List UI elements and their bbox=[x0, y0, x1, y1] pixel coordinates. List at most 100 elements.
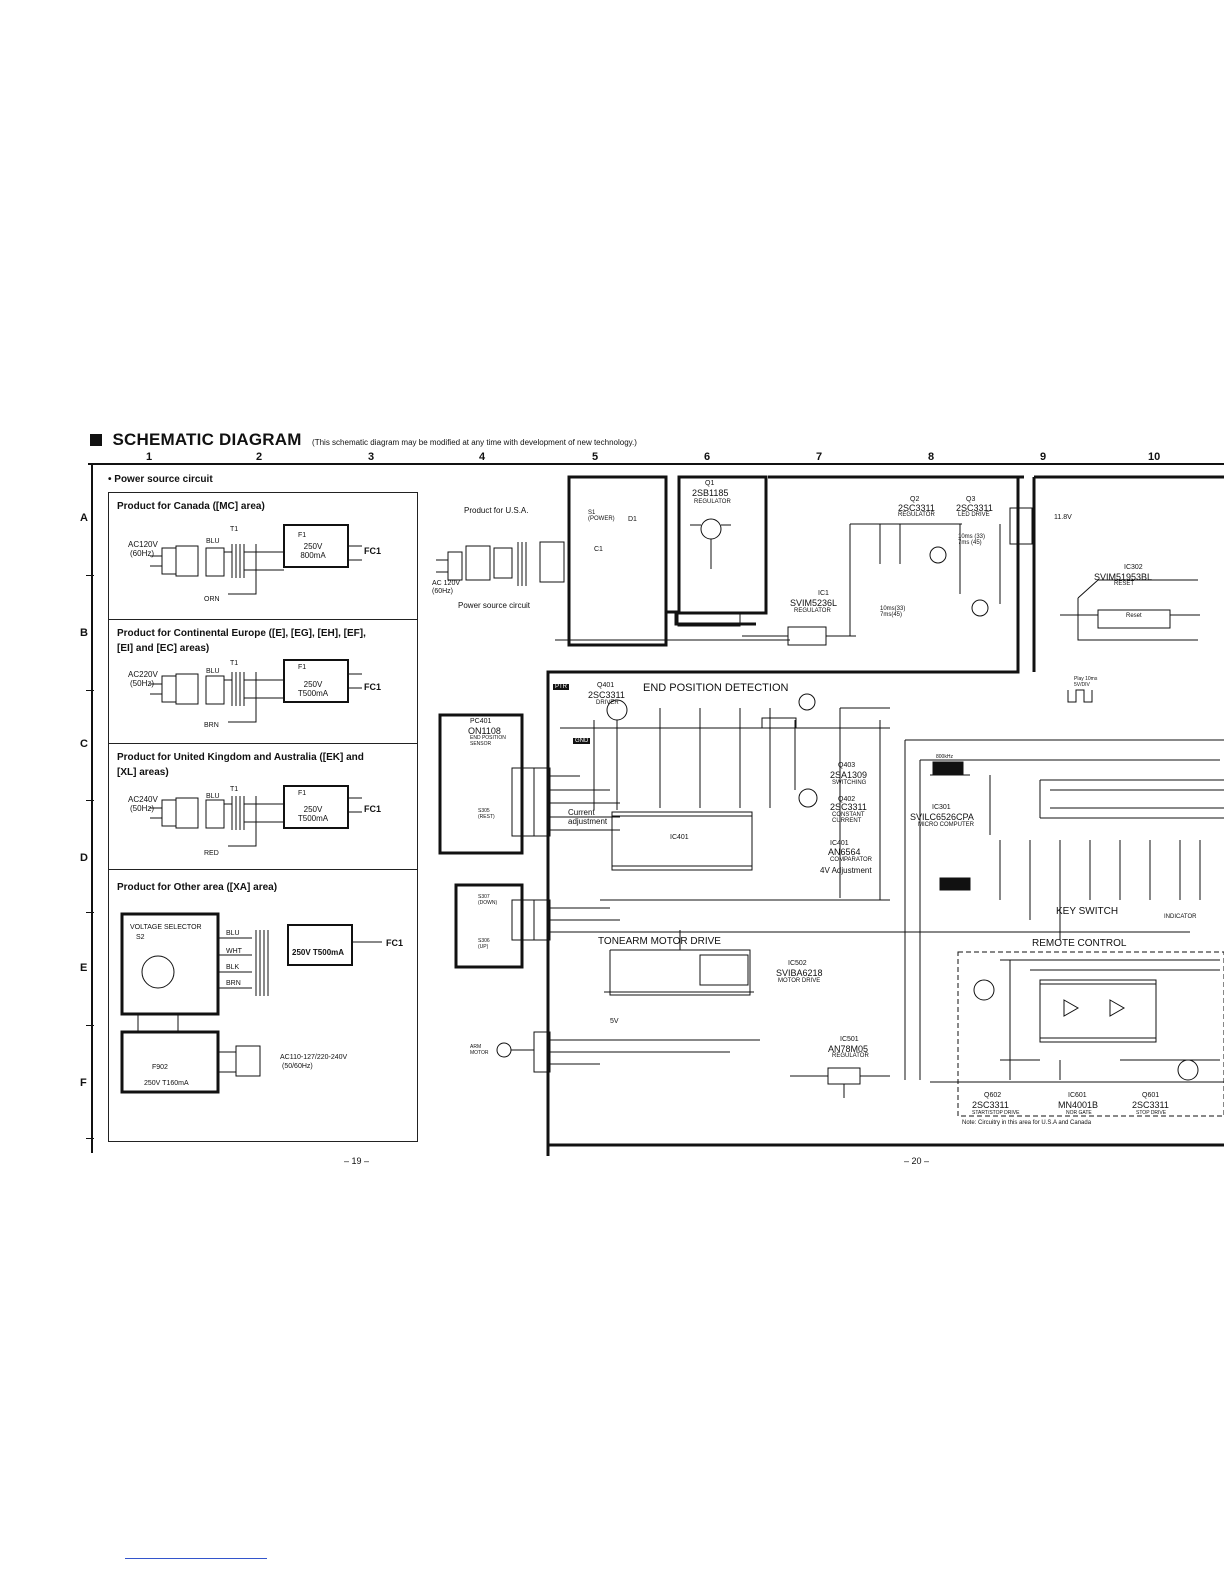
col-1: 1 bbox=[146, 451, 153, 463]
canada-block: Product for Canada ([MC] area) bbox=[109, 493, 417, 619]
s307-label: S307 (DOWN) bbox=[478, 894, 498, 906]
row-d: D bbox=[80, 852, 88, 864]
ic1-ref: IC1 bbox=[818, 590, 829, 597]
q403-part: 2SA1309 bbox=[830, 770, 868, 780]
ic502-chip bbox=[699, 954, 749, 986]
pc401-role: END POSITION SENSOR bbox=[470, 735, 506, 747]
ic302-ref: IC302 bbox=[1124, 564, 1143, 571]
col-2: 2 bbox=[256, 451, 263, 463]
ic601-ref: IC601 bbox=[1068, 1092, 1087, 1099]
fc2-connector bbox=[677, 611, 741, 627]
europe-fc1: FC1 bbox=[364, 682, 382, 692]
remote-area bbox=[957, 951, 1224, 1117]
row-tick bbox=[86, 1138, 94, 1139]
uk-circuit bbox=[150, 785, 362, 847]
col-6: 6 bbox=[704, 451, 711, 463]
col-4: 4 bbox=[479, 451, 486, 463]
fc301-right bbox=[533, 767, 551, 837]
uk-fuse: 250V T500mA bbox=[297, 805, 329, 823]
uk-t1: T1 bbox=[230, 786, 239, 793]
row-tick bbox=[86, 690, 94, 691]
ic301-role: MICRO COMPUTER bbox=[918, 822, 974, 828]
ic502-role: MOTOR DRIVE bbox=[778, 978, 821, 984]
ic601-role: NOR GATE bbox=[1066, 1110, 1092, 1116]
ptr-tag: PTR bbox=[553, 684, 569, 690]
uk-red: RED bbox=[204, 850, 219, 857]
f902-rating: 250V T160mA bbox=[144, 1080, 189, 1087]
ic301-part: SVILC6526CPA bbox=[910, 812, 974, 822]
canada-hz: (60Hz) bbox=[130, 549, 155, 558]
d401-diode bbox=[761, 717, 797, 729]
pc401-box bbox=[438, 713, 524, 855]
ic501-role: REGULATOR bbox=[832, 1053, 869, 1059]
bullet-square-icon bbox=[90, 434, 102, 446]
canada-fuse: 250V 800mA bbox=[300, 542, 326, 560]
ic601-chip bbox=[1039, 979, 1157, 1043]
q401-ref: Q401 bbox=[597, 682, 615, 689]
osc-waveform bbox=[932, 761, 964, 775]
wire-blk: BLK bbox=[226, 964, 240, 971]
usa-regulator-box bbox=[567, 475, 668, 647]
usa-psc-label: Power source circuit bbox=[458, 601, 531, 610]
other-ac: AC110-127/220-240V bbox=[280, 1054, 348, 1061]
row-c: C bbox=[80, 738, 88, 750]
canada-ac: AC120V bbox=[128, 540, 158, 549]
pc401-ref: PC401 bbox=[470, 718, 492, 725]
s2-label: S2 bbox=[136, 934, 145, 941]
ic501-ref: IC501 bbox=[840, 1036, 859, 1043]
page-title: SCHEMATIC DIAGRAM bbox=[112, 430, 302, 449]
tonearm-title: TONEARM MOTOR DRIVE bbox=[598, 936, 721, 947]
europe-t1: T1 bbox=[230, 660, 239, 667]
uk-blu: BLU bbox=[206, 793, 220, 800]
pc401-part: ON1108 bbox=[468, 726, 501, 736]
play-label: Play 10ms 5V/DIV bbox=[1074, 676, 1098, 688]
v4-adjustment: 4V Adjustment bbox=[820, 866, 872, 875]
key-switch-label: KEY SWITCH bbox=[1056, 906, 1119, 917]
other-title: Product for Other area ([XA] area) bbox=[117, 882, 278, 893]
q1-ref: Q1 bbox=[705, 480, 715, 487]
europe-fuse: 250V T500mA bbox=[297, 680, 329, 698]
other-fuse: 250V T500mA bbox=[292, 948, 345, 957]
q2-ref: Q2 bbox=[910, 496, 920, 503]
ic302-part: SVIM51953BL bbox=[1094, 572, 1153, 582]
usa-label: Product for U.S.A. bbox=[464, 506, 529, 515]
row-e: E bbox=[80, 962, 88, 974]
q3-part: 2SC3311 bbox=[956, 503, 993, 513]
europe-circuit bbox=[150, 659, 362, 723]
row-a: A bbox=[80, 512, 88, 524]
q1-role: REGULATOR bbox=[694, 499, 731, 505]
col-3: 3 bbox=[368, 451, 375, 463]
q602-role: START/STOP DRIVE bbox=[972, 1110, 1020, 1116]
q602-ref: Q602 bbox=[984, 1092, 1002, 1099]
usa-hz: (60Hz) bbox=[432, 588, 454, 595]
ic1-chip bbox=[787, 626, 827, 646]
q601-part: 2SC3311 bbox=[1132, 1100, 1169, 1110]
q402-role: CONSTANT CURRENT bbox=[832, 812, 865, 824]
ic501-chip bbox=[827, 1067, 861, 1085]
ic401-part: AN6564 bbox=[828, 847, 861, 857]
other-hz: (50/60Hz) bbox=[282, 1063, 313, 1070]
current-adjustment: Current adjustment bbox=[568, 808, 608, 826]
gnd-tag: GND bbox=[573, 738, 591, 744]
c1-label: C1 bbox=[594, 546, 603, 553]
voltage-selector-label: VOLTAGE SELECTOR bbox=[130, 924, 202, 931]
diagram-header: SCHEMATIC DIAGRAM (This schematic diagra… bbox=[90, 430, 637, 452]
s305-label: S305 (REST) bbox=[478, 808, 495, 820]
europe-blu: BLU bbox=[206, 668, 220, 675]
canada-circuit bbox=[150, 524, 362, 595]
reset-label: Reset bbox=[1126, 613, 1142, 619]
row-tick bbox=[86, 1025, 94, 1026]
ic401-ref-2: IC401 bbox=[830, 840, 849, 847]
col-7: 7 bbox=[816, 451, 823, 463]
q3-role: LED DRIVE bbox=[958, 512, 990, 518]
s306-box bbox=[454, 883, 524, 969]
v118-out: 11.8V bbox=[1054, 514, 1072, 521]
usa-ac: AC 120V bbox=[432, 580, 461, 587]
europe-title: Product for Continental Europe ([E], [EG… bbox=[117, 628, 366, 654]
other-fc1: FC1 bbox=[386, 938, 404, 948]
europe-brn: BRN bbox=[204, 722, 219, 729]
ic401-role: COMPARATOR bbox=[830, 857, 873, 863]
q2-part: 2SC3311 bbox=[898, 503, 935, 513]
row-f: F bbox=[80, 1077, 87, 1089]
q401-role: DRIVER bbox=[596, 700, 619, 706]
